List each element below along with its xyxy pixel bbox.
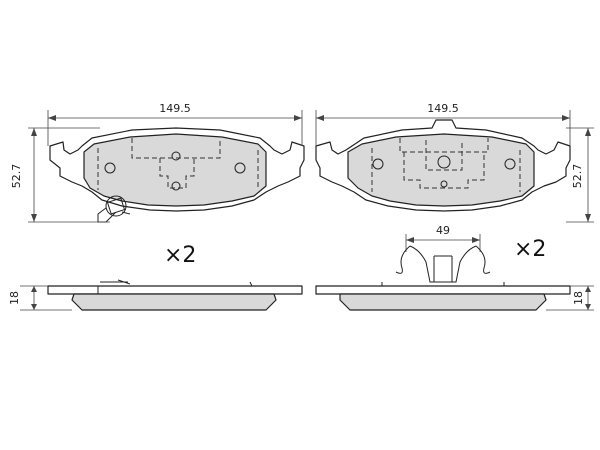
left-rivet-right [234, 162, 246, 174]
clip-width-label: 49 [436, 224, 450, 237]
left-rivet-left [104, 162, 116, 174]
left-side-friction [71, 293, 277, 311]
right-width-dimension: 149.5 [315, 102, 571, 146]
right-pad-side-view: 18 [315, 282, 594, 311]
right-thickness-label: 18 [572, 291, 585, 305]
right-rivet-right [504, 158, 516, 170]
right-rivet-left [372, 158, 384, 170]
left-pad-side-view: 18 [8, 279, 303, 311]
right-pad-front-view [315, 119, 571, 212]
right-width-label: 149.5 [427, 102, 459, 115]
left-backing-plate [49, 127, 305, 212]
right-height-label: 52.7 [571, 164, 584, 189]
left-width-label: 149.5 [159, 102, 191, 115]
right-side-friction [339, 293, 547, 311]
right-backing-plate [315, 119, 571, 212]
left-side-backing-plate [47, 285, 303, 295]
left-thickness-label: 18 [8, 291, 21, 305]
retaining-clip: 49 [395, 224, 491, 283]
left-rivet-top [171, 151, 181, 161]
right-rivet-bottom [440, 180, 448, 188]
right-side-backing-plate [315, 285, 571, 295]
left-friction-material [83, 133, 267, 207]
left-rivet-bottom [171, 181, 181, 191]
left-pad-front-view [49, 127, 305, 223]
left-dashed-backplate [97, 138, 259, 190]
left-height-label: 52.7 [10, 164, 23, 189]
right-rivet-center [437, 155, 451, 169]
right-dashed-backplate [371, 138, 521, 192]
right-quantity-label: ×2 [514, 237, 546, 262]
left-quantity-label: ×2 [164, 243, 196, 268]
right-height-dimension: 52.7 [566, 127, 594, 223]
left-height-dimension: 52.7 [10, 127, 110, 223]
